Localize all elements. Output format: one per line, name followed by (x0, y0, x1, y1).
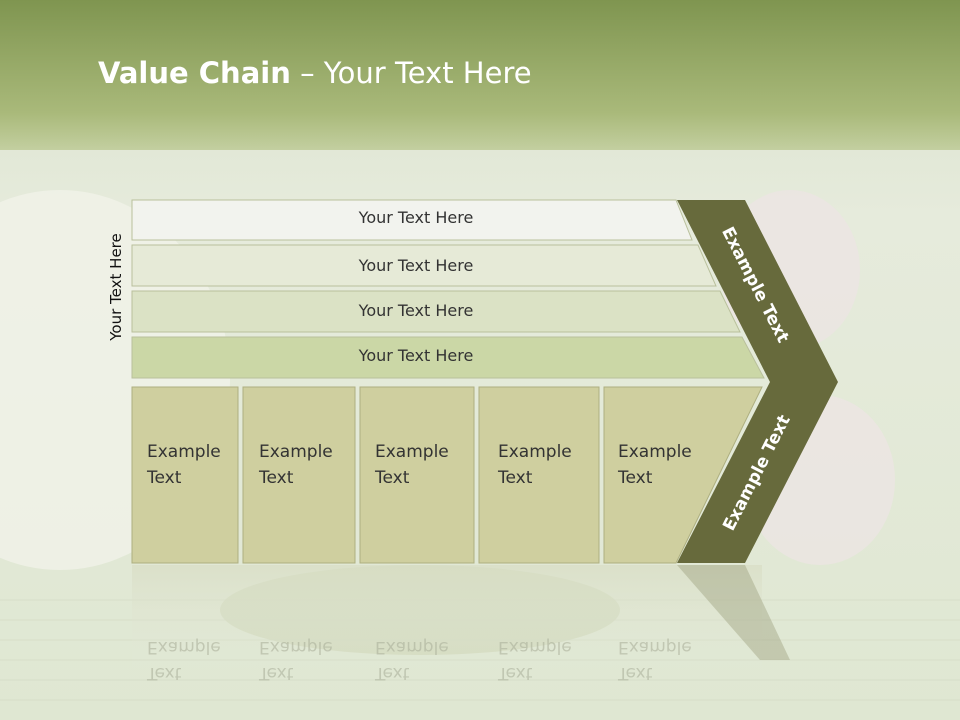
slide-title: Value Chain – Your Text Here (98, 56, 532, 90)
row-bar-4 (131, 336, 765, 379)
box-text-5-line1: Example (618, 442, 692, 462)
chevron-arrow (677, 200, 838, 563)
box-reflection-3: Text Example (375, 634, 449, 686)
box-text-2-line2: Text (259, 468, 294, 488)
box-text-3-line1: Example (375, 442, 449, 462)
box-reflection-2-line2: Text (259, 663, 294, 683)
box-text-4-line2: Text (498, 468, 533, 488)
box-5 (603, 386, 763, 564)
row-bar-1 (131, 199, 693, 241)
box-reflection-1-line1: Example (147, 637, 221, 657)
box-3 (359, 386, 475, 564)
box-reflection-5-line1: Example (618, 637, 692, 657)
box-text-5-line2: Text (618, 468, 653, 488)
box-reflection-1: Text Example (147, 634, 221, 686)
chevron-reflection (677, 565, 790, 660)
title-rest: – Your Text Here (290, 56, 532, 90)
title-bold: Value Chain (98, 56, 291, 90)
box-text-4-line1: Example (498, 442, 572, 462)
box-reflection-2-line1: Example (259, 637, 333, 657)
box-reflection-5-line2: Text (618, 663, 653, 683)
box-reflection-2: Text Example (259, 634, 333, 686)
row-text-3: Your Text Here (358, 301, 474, 320)
box-text-3-line2: Text (375, 468, 410, 488)
box-text-1-line2: Text (147, 468, 182, 488)
box-reflection-4-line1: Example (498, 637, 572, 657)
box-text-1-line1: Example (147, 442, 221, 462)
box-reflection-5: Text Example (618, 634, 692, 686)
box-1 (131, 386, 239, 564)
box-4 (478, 386, 600, 564)
row-text-4: Your Text Here (358, 346, 474, 365)
row-text-2: Your Text Here (358, 256, 474, 275)
reflection (132, 565, 762, 675)
row-bar-3 (131, 290, 741, 333)
box-reflection-3-line2: Text (375, 663, 410, 683)
box-reflection-3-line1: Example (375, 637, 449, 657)
row-bar-2 (131, 244, 717, 287)
row-text-1: Your Text Here (358, 208, 474, 227)
box-reflection-1-line2: Text (147, 663, 182, 683)
box-2 (242, 386, 356, 564)
box-reflection-4: Text Example (498, 634, 572, 686)
box-reflection-4-line2: Text (498, 663, 533, 683)
box-text-2-line1: Example (259, 442, 333, 462)
